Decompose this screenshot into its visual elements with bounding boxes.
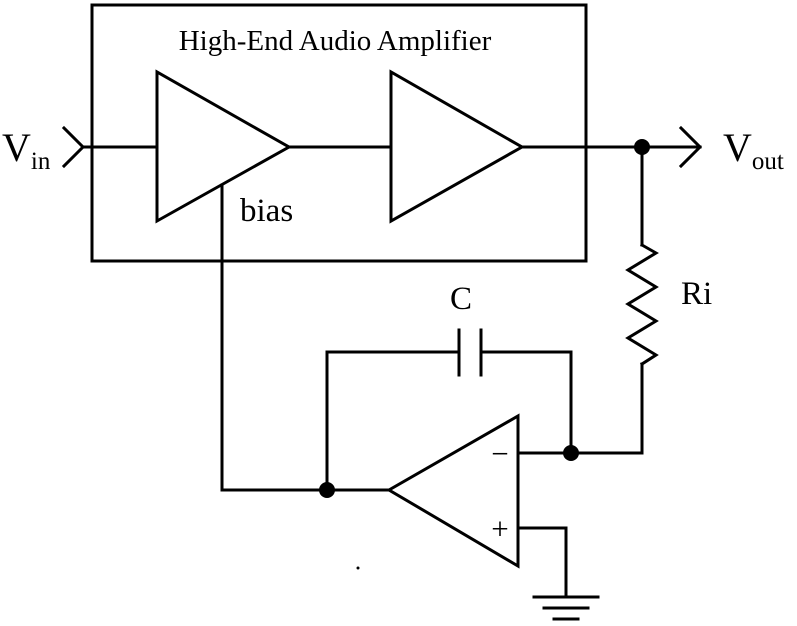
opamp	[386, 413, 520, 569]
output-label-main: V	[723, 125, 752, 170]
capacitor-right-wire	[479, 350, 573, 455]
output-label-subscript: out	[752, 148, 784, 175]
bias-label: bias	[240, 193, 293, 229]
opamp-output-junction-node	[319, 482, 335, 498]
bias-wire	[220, 183, 391, 492]
opamp-noninverting-input: +	[491, 511, 508, 546]
capacitor-left-wire	[325, 350, 461, 492]
output-junction-node	[634, 139, 650, 155]
stray-dot	[356, 566, 360, 570]
capacitor-label: C	[450, 281, 472, 317]
input-label-main: V	[2, 125, 31, 170]
resistor-label: Ri	[681, 276, 712, 312]
input-label: Vin	[2, 125, 51, 175]
resistor-to-opamp-wire	[516, 362, 644, 455]
ground-wire	[516, 526, 568, 599]
output-arrow	[678, 125, 703, 169]
second-amplifier-stage	[389, 69, 526, 224]
output-label: Vout	[723, 125, 784, 175]
inverting-input-junction-node	[563, 445, 579, 461]
input-label-subscript: in	[31, 148, 51, 175]
amplifier-title: High-End Audio Amplifier	[179, 25, 492, 57]
feedback-resistor	[625, 242, 659, 367]
input-arrow	[61, 125, 86, 169]
opamp-inverting-input: −	[491, 436, 508, 471]
amplifier-enclosure	[90, 3, 588, 263]
